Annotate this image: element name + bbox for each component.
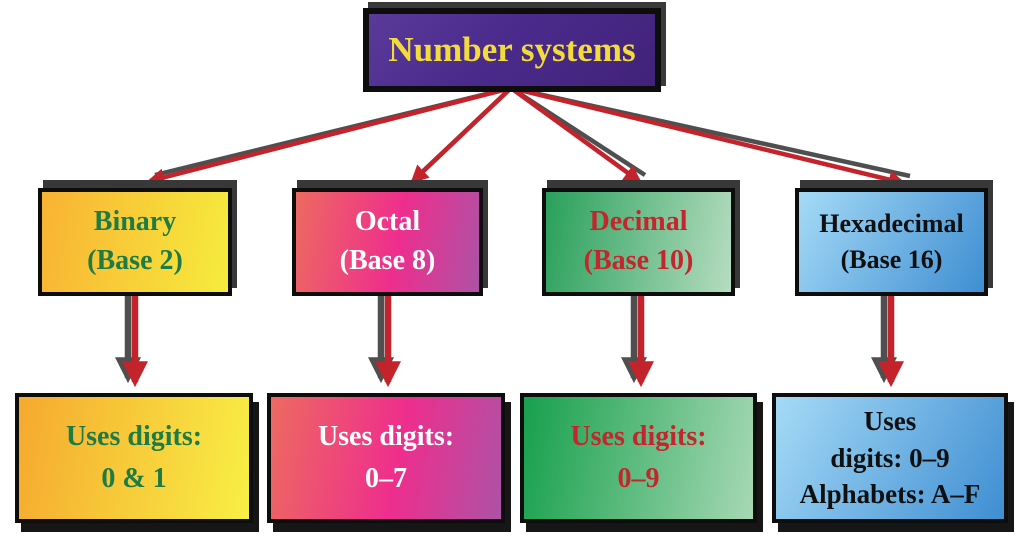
connector-root-binary bbox=[146, 85, 512, 187]
root-node-label: Number systems bbox=[388, 30, 636, 69]
uses-node-octal: Uses digits: 0–7 bbox=[267, 393, 505, 523]
uses-line: digits: 0–9 bbox=[830, 442, 950, 473]
branch-node-octal: Octal (Base 8) bbox=[292, 188, 483, 296]
uses-node-decimal: Uses digits: 0–9 bbox=[520, 393, 757, 523]
branch-name: Octal bbox=[354, 206, 421, 238]
uses-line: Alphabets: A–F bbox=[799, 479, 981, 510]
uses-line: Uses digits: bbox=[570, 421, 707, 452]
uses-node-hexadecimal: Uses digits: 0–9 Alphabets: A–F bbox=[772, 393, 1008, 523]
branch-name: Decimal bbox=[589, 206, 688, 238]
uses-line: 0–7 bbox=[365, 463, 407, 494]
arrow-shadows bbox=[115, 294, 897, 384]
branch-name: Binary bbox=[93, 206, 177, 238]
connector-root-hexadecimal bbox=[510, 85, 907, 189]
uses-line: 0–9 bbox=[617, 463, 660, 494]
branch-base: (Base 10) bbox=[583, 245, 694, 276]
branch-node-hexadecimal: Hexadecimal (Base 16) bbox=[795, 188, 988, 296]
uses-line: 0 & 1 bbox=[101, 463, 167, 494]
root-node-number-systems: Number systems bbox=[363, 8, 661, 92]
branch-base: (Base 16) bbox=[840, 245, 943, 274]
branch-node-decimal: Decimal (Base 10) bbox=[542, 188, 735, 296]
connector-root-octal bbox=[410, 86, 513, 184]
branch-name: Hexadecimal bbox=[819, 209, 964, 239]
branch-base: (Base 2) bbox=[87, 245, 183, 276]
branch-base: (Base 8) bbox=[339, 245, 436, 276]
uses-line: Uses digits: bbox=[317, 421, 455, 452]
uses-line: Uses bbox=[863, 406, 917, 437]
branch-node-binary: Binary (Base 2) bbox=[38, 188, 232, 296]
uses-node-binary: Uses digits: 0 & 1 bbox=[15, 393, 253, 523]
uses-line: Uses digits: bbox=[65, 421, 203, 452]
connector-root-decimal bbox=[509, 86, 642, 184]
